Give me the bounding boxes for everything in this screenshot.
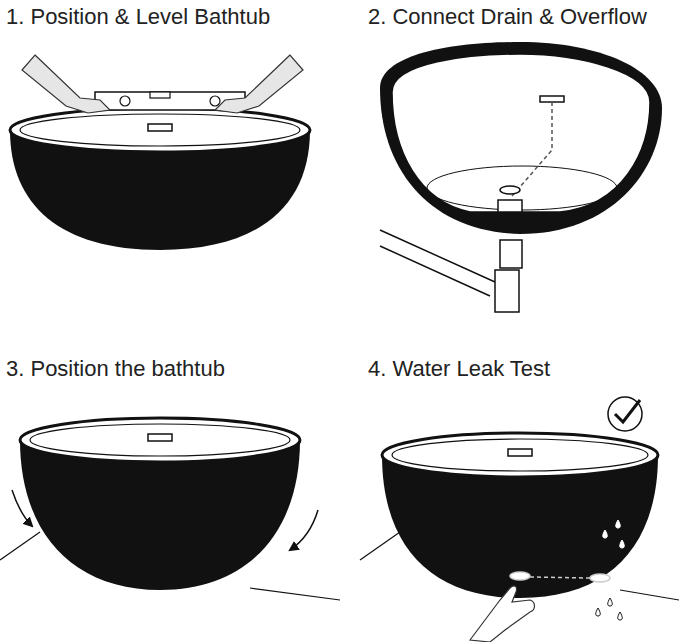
panel-four-tub <box>360 397 679 642</box>
panel-one-tub <box>10 55 310 250</box>
step-heading: 2. Connect Drain & Overflow <box>368 4 647 30</box>
step-heading: 4. Water Leak Test <box>368 356 550 382</box>
panel-two-tub <box>380 42 662 312</box>
step-heading: 1. Position & Level Bathtub <box>6 4 270 30</box>
step-heading: 3. Position the bathtub <box>6 356 225 382</box>
panel-three-tub <box>0 418 340 600</box>
